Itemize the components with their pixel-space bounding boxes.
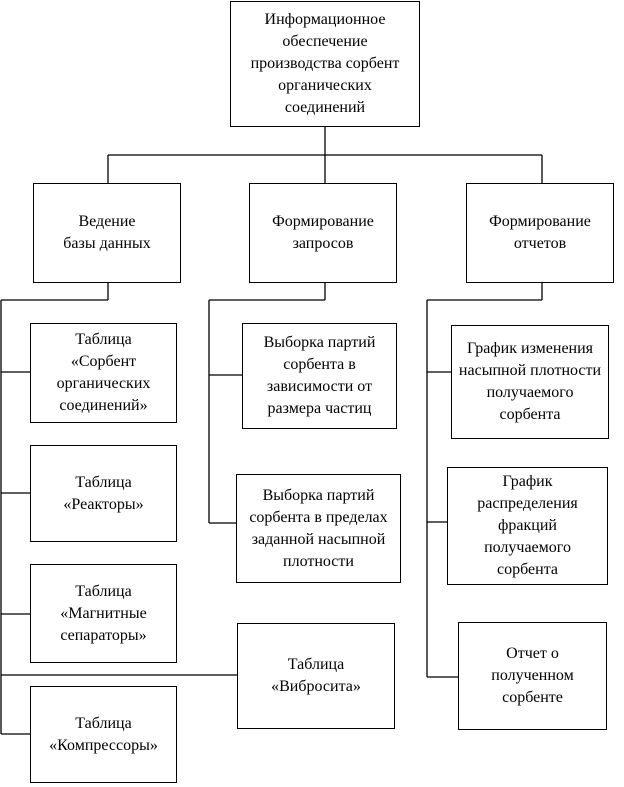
node-table-sorbent: Таблица «Сорбент органических соединений… — [30, 323, 177, 423]
node-query-by-particle-size: Выборка партий сорбента в зависимости от… — [242, 323, 397, 429]
node-query-by-particle-size-label: Выборка партий сорбента в зависимости от… — [263, 334, 376, 417]
node-table-compressors: Таблица «Компрессоры» — [30, 686, 177, 783]
node-query-by-bulk-density-label: Выборка партий сорбента в пределах задан… — [249, 486, 388, 570]
node-chart-fraction-distribution-label: График распределения фракций получаемого… — [477, 473, 578, 578]
node-database-label: Ведение базы данных — [63, 213, 151, 252]
node-query-by-bulk-density: Выборка партий сорбента в пределах задан… — [236, 474, 401, 583]
node-reports: Формирование отчетов — [466, 183, 614, 283]
root-node-label: Информационное обеспечение производства … — [250, 11, 400, 116]
node-table-sorbent-label: Таблица «Сорбент органических соединений… — [56, 331, 151, 414]
node-database: Ведение базы данных — [33, 183, 181, 283]
node-report-sorbent: Отчет о полученном сорбенте — [458, 622, 607, 730]
node-table-magnetic-separators: Таблица «Магнитные сепараторы» — [30, 564, 177, 663]
node-reports-label: Формирование отчетов — [489, 213, 591, 252]
node-report-sorbent-label: Отчет о полученном сорбенте — [491, 645, 574, 706]
root-node: Информационное обеспечение производства … — [230, 1, 420, 127]
node-chart-bulk-density: График изменения насыпной плотности полу… — [451, 325, 609, 439]
node-table-sieves-label: Таблица «Вибросита» — [271, 656, 361, 695]
node-table-sieves: Таблица «Вибросита» — [237, 623, 395, 729]
node-chart-fraction-distribution: График распределения фракций получаемого… — [447, 467, 608, 585]
node-queries: Формирование запросов — [249, 183, 397, 283]
node-table-magnetic-separators-label: Таблица «Магнитные сепараторы» — [60, 582, 147, 644]
node-table-reactors: Таблица «Реакторы» — [30, 445, 177, 542]
node-chart-bulk-density-label: График изменения насыпной плотности полу… — [458, 340, 602, 423]
node-table-compressors-label: Таблица «Компрессоры» — [49, 714, 158, 754]
node-table-reactors-label: Таблица «Реакторы» — [63, 473, 144, 513]
node-queries-label: Формирование запросов — [272, 213, 374, 252]
